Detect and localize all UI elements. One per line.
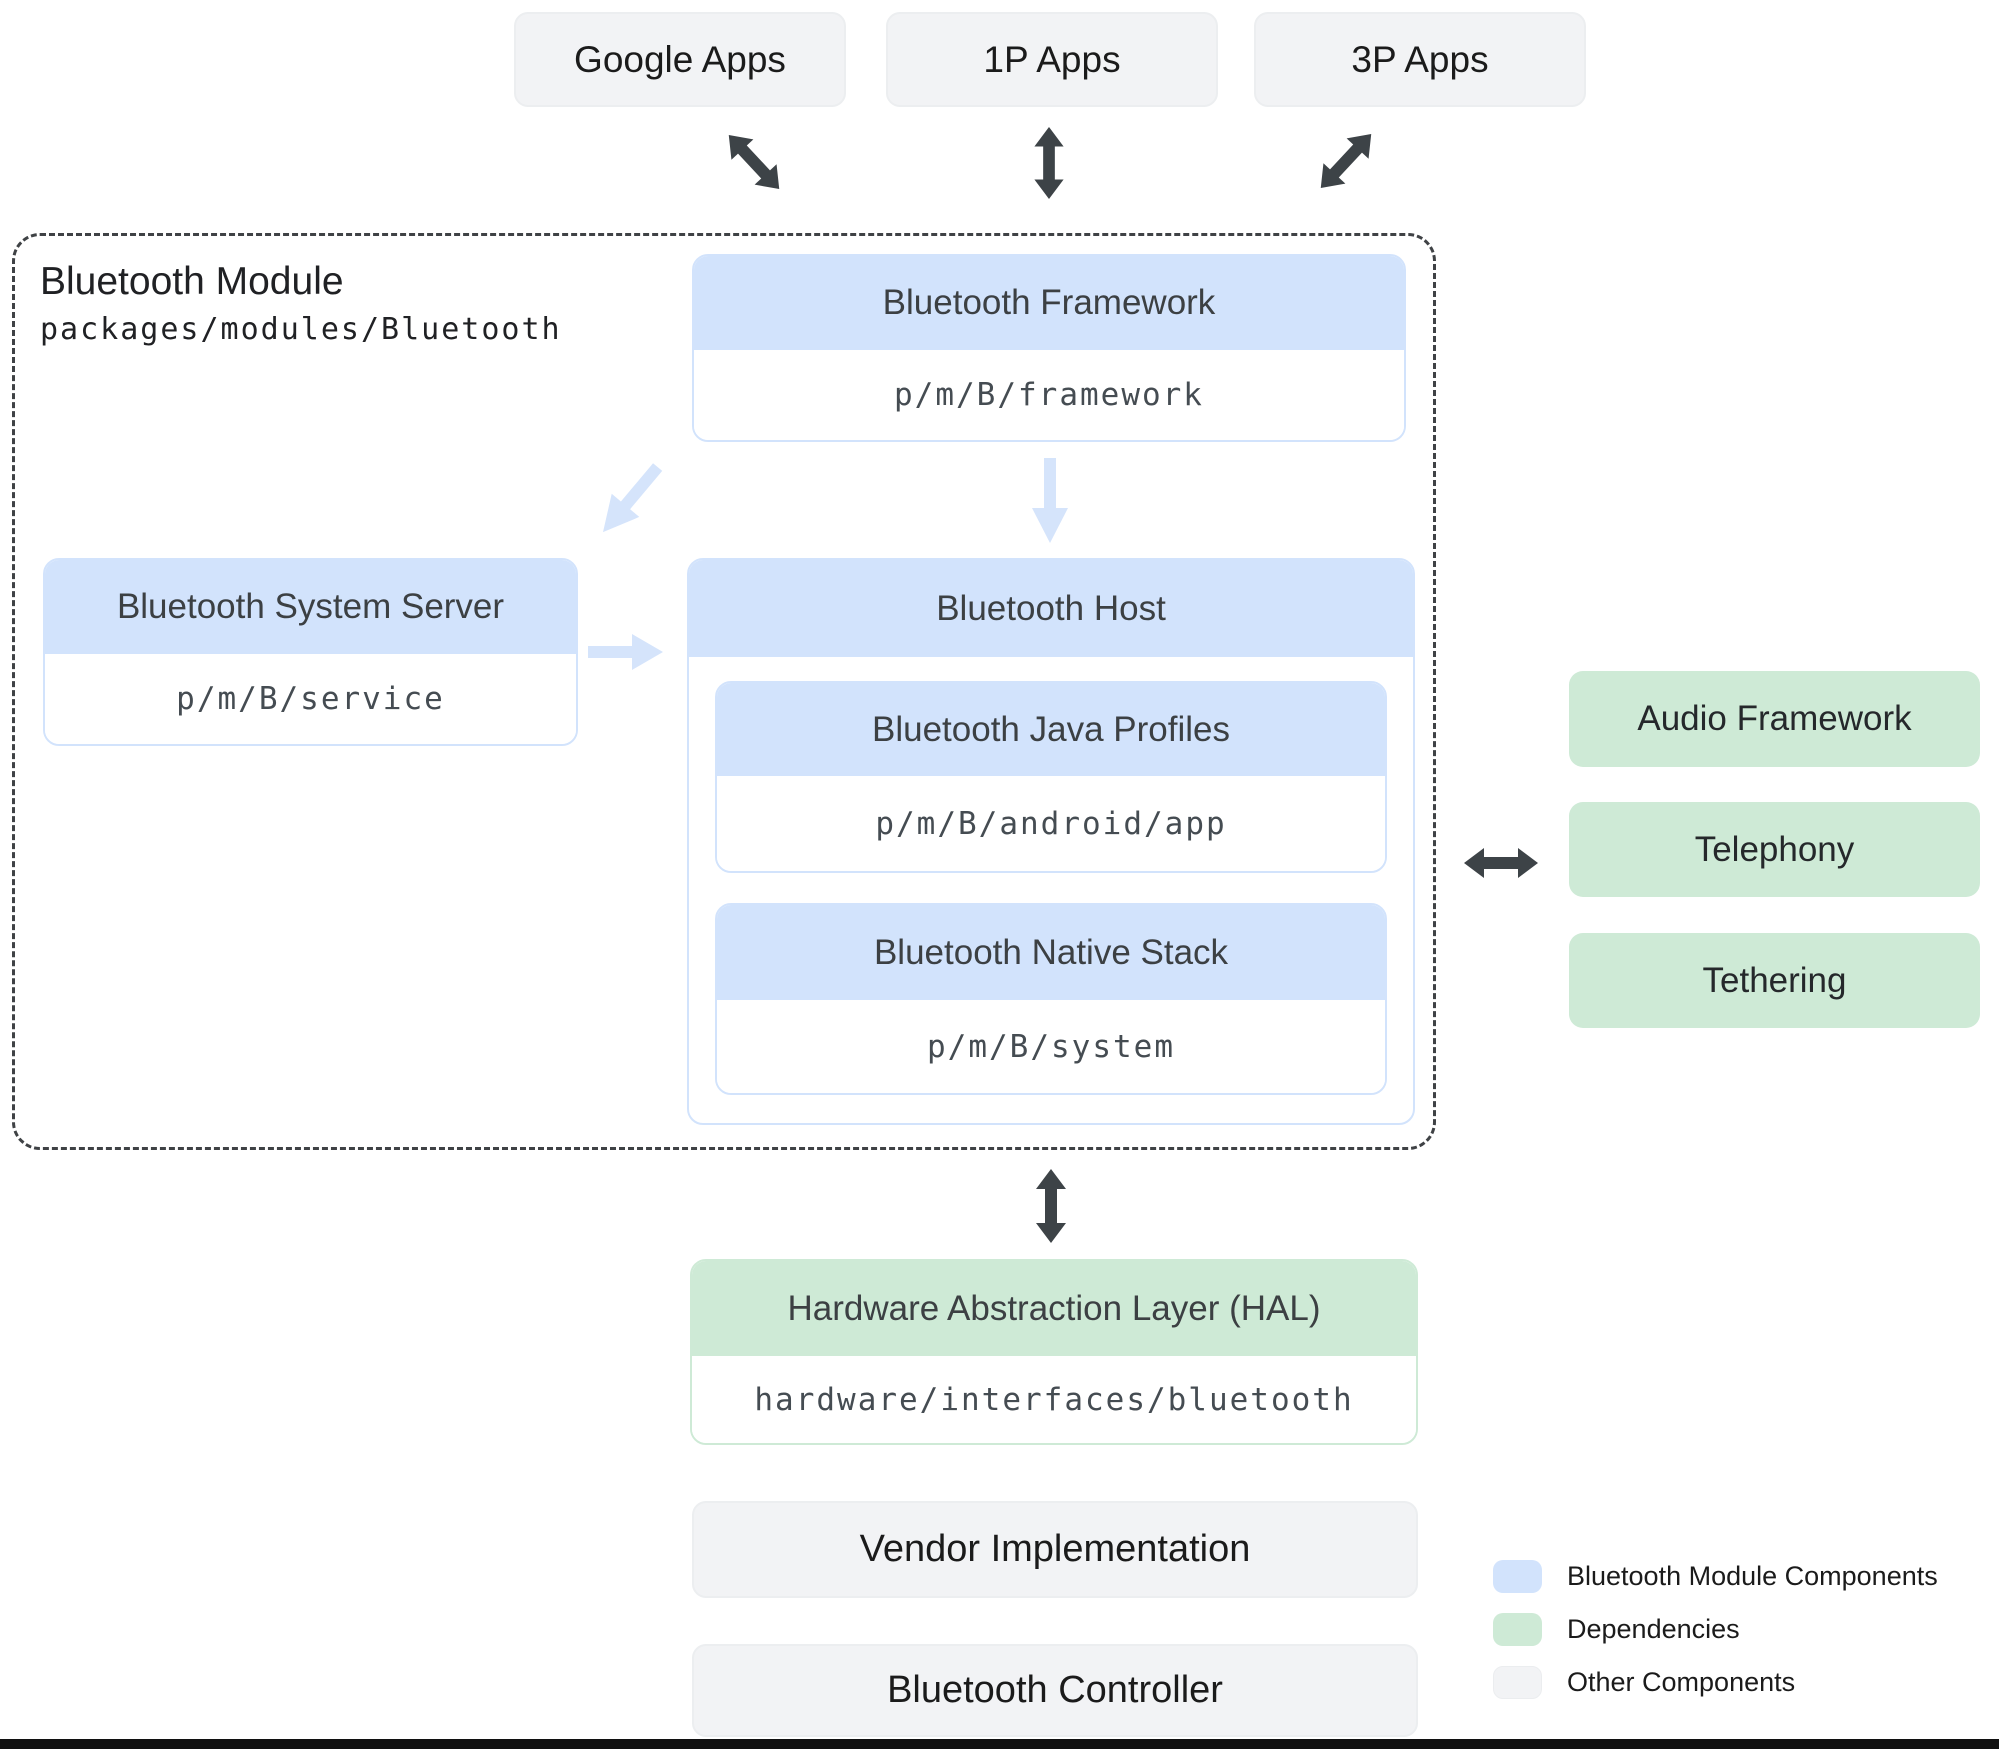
gray-swatch-icon	[1493, 1666, 1542, 1699]
bluetooth-framework-title: Bluetooth Framework	[882, 283, 1216, 322]
legend-row-module-components: Bluetooth Module Components	[1493, 1560, 1938, 1593]
bluetooth-controller-label: Bluetooth Controller	[887, 1669, 1223, 1711]
bluetooth-java-profiles-path: p/m/B/android/app	[875, 805, 1227, 842]
bluetooth-framework-path: p/m/B/framework	[894, 377, 1204, 413]
bluetooth-module-title: Bluetooth Module	[40, 260, 344, 303]
framework-to-system-server-arrow-icon	[587, 454, 673, 546]
screenshot-bottom-edge	[0, 1739, 1999, 1749]
bluetooth-native-stack-title: Bluetooth Native Stack	[873, 932, 1229, 972]
bluetooth-system-server-box: Bluetooth System Server p/m/B/service	[43, 558, 578, 746]
3p-apps-box: 3P Apps	[1254, 12, 1586, 107]
hal-box: Hardware Abstraction Layer (HAL) hardwar…	[690, 1259, 1418, 1445]
system-server-to-host-arrow-icon	[588, 632, 664, 672]
google-apps-box: Google Apps	[514, 12, 846, 107]
blue-swatch-icon	[1493, 1560, 1542, 1593]
bluetooth-native-stack-path: p/m/B/system	[927, 1028, 1175, 1065]
bluetooth-system-server-path: p/m/B/service	[176, 681, 445, 717]
audio-framework-box: Audio Framework	[1569, 671, 1980, 767]
legend-label-module-components: Bluetooth Module Components	[1567, 1561, 1938, 1591]
hal-path: hardware/interfaces/bluetooth	[754, 1381, 1354, 1418]
bluetooth-host-title: Bluetooth Host	[936, 588, 1166, 628]
google-apps-label: Google Apps	[574, 38, 786, 80]
bluetooth-module-container	[12, 233, 1436, 1150]
legend-label-dependencies: Dependencies	[1567, 1614, 1740, 1644]
bluetooth-module-caption: Bluetooth Module packages/modules/Blueto…	[40, 262, 562, 345]
bluetooth-java-profiles-box: Bluetooth Java Profiles p/m/B/android/ap…	[715, 681, 1387, 873]
1p-apps-box: 1P Apps	[886, 12, 1218, 107]
bluetooth-java-profiles-title: Bluetooth Java Profiles	[872, 709, 1230, 749]
1p-apps-label: 1P Apps	[983, 38, 1121, 80]
bluetooth-controller-box: Bluetooth Controller	[692, 1644, 1418, 1737]
hal-title: Hardware Abstraction Layer (HAL)	[787, 1288, 1321, 1328]
telephony-box: Telephony	[1569, 802, 1980, 897]
vendor-implementation-label: Vendor Implementation	[859, 1528, 1251, 1570]
legend: Bluetooth Module Components Dependencies…	[1493, 1560, 1938, 1719]
google-apps-bidirectional-arrow-icon	[715, 122, 793, 202]
bluetooth-system-server-title: Bluetooth System Server	[116, 587, 505, 626]
framework-to-host-arrow-icon	[1030, 458, 1070, 544]
legend-row-dependencies: Dependencies	[1493, 1613, 1938, 1646]
bluetooth-module-path: packages/modules/Bluetooth	[40, 312, 562, 347]
legend-row-other-components: Other Components	[1493, 1666, 1938, 1699]
module-hal-bidirectional-arrow-icon	[1033, 1168, 1069, 1244]
1p-apps-bidirectional-arrow-icon	[1031, 126, 1067, 200]
legend-label-other-components: Other Components	[1567, 1667, 1796, 1697]
3p-apps-label: 3P Apps	[1351, 38, 1489, 80]
3p-apps-bidirectional-arrow-icon	[1307, 121, 1385, 201]
tethering-box: Tethering	[1569, 933, 1980, 1028]
host-dependencies-bidirectional-arrow-icon	[1463, 844, 1539, 882]
green-swatch-icon	[1493, 1613, 1542, 1646]
vendor-implementation-box: Vendor Implementation	[692, 1501, 1418, 1598]
telephony-label: Telephony	[1694, 829, 1855, 869]
audio-framework-label: Audio Framework	[1637, 699, 1912, 738]
tethering-label: Tethering	[1702, 960, 1847, 1000]
bluetooth-framework-box: Bluetooth Framework p/m/B/framework	[692, 254, 1406, 442]
bluetooth-native-stack-box: Bluetooth Native Stack p/m/B/system	[715, 903, 1387, 1095]
